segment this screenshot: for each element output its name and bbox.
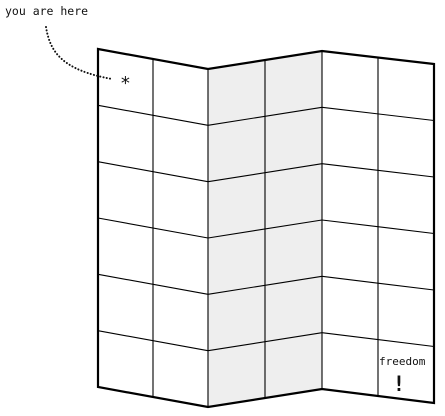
map-grid [97,51,435,407]
you-are-here-label: you are here [5,4,88,18]
map-border [96,47,436,409]
start-asterisk-marker: * [120,73,131,94]
freedom-label: freedom [379,355,426,368]
map-outline [96,47,436,409]
goal-exclamation-marker: ! [393,372,406,396]
you-are-here-pointer [45,26,113,80]
panel-fills [98,49,434,407]
